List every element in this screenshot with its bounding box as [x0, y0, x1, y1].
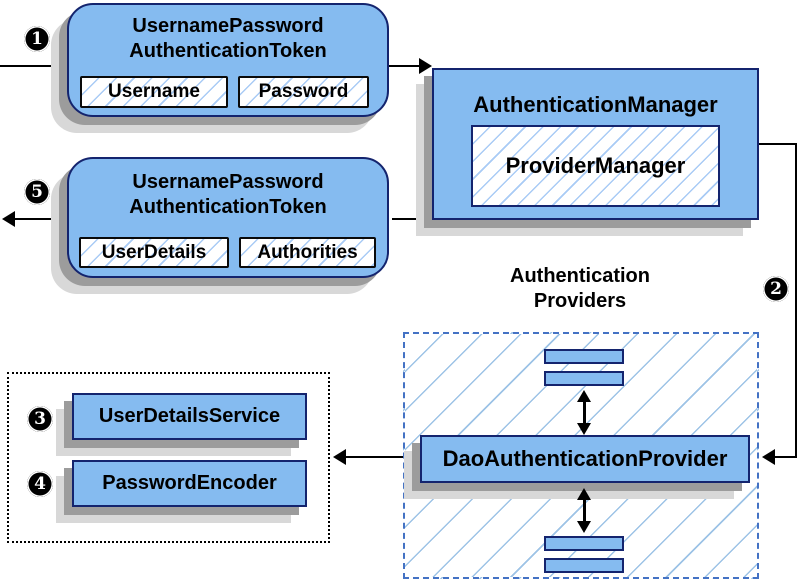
- connector-dao-to-services: [345, 456, 418, 458]
- authentication-manager-box: AuthenticationManager ProviderManager: [432, 68, 759, 220]
- username-password-token-result-box: UsernamePassword AuthenticationToken Use…: [67, 157, 389, 278]
- double-arrow-bottom-shaft: [583, 498, 586, 524]
- connector-request-in-left: [0, 65, 67, 67]
- token-result-title-line1: UsernamePassword: [132, 171, 324, 193]
- step-badge-4: 4: [27, 471, 53, 497]
- arrowhead-into-services-box: [333, 449, 346, 465]
- arrowhead-into-authentication-manager: [419, 58, 432, 74]
- dao-authentication-provider-box: DaoAuthenticationProvider: [420, 435, 750, 483]
- double-arrow-bottom-down-head: [577, 521, 591, 533]
- token-result-title-line2: AuthenticationToken: [129, 196, 327, 218]
- step-badge-2: 2: [763, 276, 789, 302]
- double-arrow-top-shaft: [583, 400, 586, 426]
- username-password-token-request-box: UsernamePassword AuthenticationToken Use…: [67, 3, 389, 117]
- password-field-box: Password: [238, 76, 369, 108]
- authentication-manager-title: AuthenticationManager: [473, 92, 718, 117]
- authentication-providers-label-line1: Authentication: [510, 265, 650, 287]
- token-result-title: UsernamePassword AuthenticationToken: [69, 159, 387, 220]
- services-region: UserDetailsService PasswordEncoder: [7, 372, 330, 543]
- user-details-field-box: UserDetails: [79, 237, 229, 268]
- connector-result-out-left: [13, 218, 67, 220]
- authentication-providers-region: DaoAuthenticationProvider: [403, 332, 759, 579]
- password-encoder-box: PasswordEncoder: [72, 460, 307, 507]
- step-badge-5: 5: [24, 179, 50, 205]
- double-arrow-top-up-head: [577, 390, 591, 402]
- user-details-service-box: UserDetailsService: [72, 393, 307, 440]
- connector-step2-top: [759, 143, 797, 145]
- token-request-title-line1: UsernamePassword: [132, 15, 324, 37]
- connector-request-to-manager: [389, 65, 421, 67]
- provider-stack-bottom-bar-1: [544, 536, 624, 551]
- token-request-title-line2: AuthenticationToken: [129, 40, 327, 62]
- double-arrow-bottom-up-head: [577, 488, 591, 500]
- token-request-title: UsernamePassword AuthenticationToken: [69, 5, 387, 64]
- step-badge-1: 1: [24, 26, 50, 52]
- double-arrow-top-down-head: [577, 423, 591, 435]
- authentication-providers-label: Authentication Providers: [455, 264, 705, 314]
- provider-stack-bottom-bar-2: [544, 558, 624, 573]
- authentication-providers-label-line2: Providers: [533, 290, 627, 312]
- arrowhead-result-out: [2, 211, 15, 227]
- provider-stack-top-bar-1: [544, 349, 624, 364]
- provider-stack-top-bar-2: [544, 371, 624, 386]
- authorities-field-box: Authorities: [239, 237, 376, 268]
- arrowhead-into-dao-provider: [762, 449, 775, 465]
- connector-step2-bottom: [774, 456, 797, 458]
- connector-step2-vertical: [795, 143, 797, 458]
- step-badge-3: 3: [27, 406, 53, 432]
- connector-manager-to-result-token: [392, 218, 434, 220]
- username-field-box: Username: [80, 76, 228, 108]
- provider-manager-box: ProviderManager: [471, 125, 720, 207]
